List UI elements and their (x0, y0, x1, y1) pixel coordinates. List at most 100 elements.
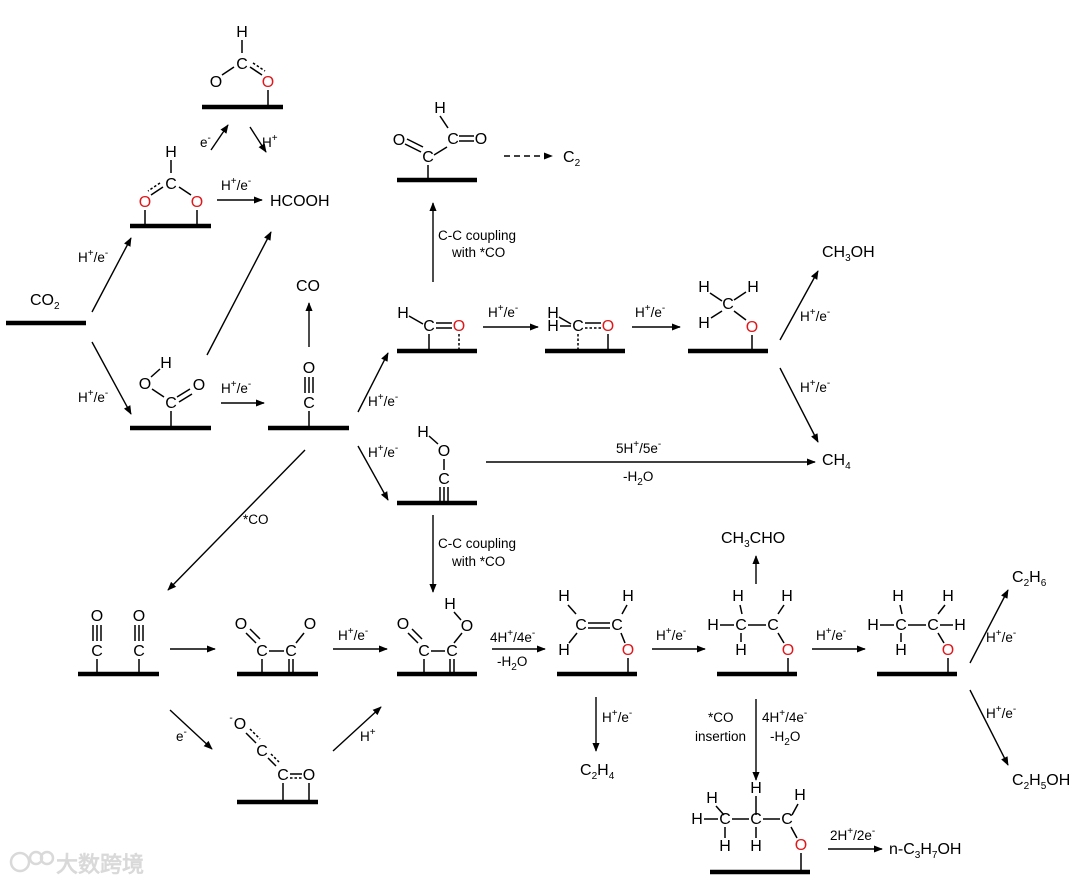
cond-co2-cooh: H+/e- (78, 388, 108, 405)
svg-text:H: H (750, 780, 762, 797)
molecule-ch2o-bridged: H H C O (547, 305, 614, 349)
cond-coh-coupling-1: C-C coupling (438, 536, 516, 551)
svg-text:H: H (707, 617, 719, 634)
cond-cho-coupling-2: with *CO (451, 245, 505, 260)
svg-text:H: H (417, 424, 429, 441)
svg-text:H: H (558, 588, 570, 605)
cond-ethoxy-c2h5oh: H+/e- (986, 704, 1016, 721)
svg-text:C: C (285, 643, 297, 660)
svg-text:-: - (229, 713, 232, 724)
cond-vinyloxy-c2h4: H+/e- (602, 708, 632, 725)
svg-text:C: C (767, 617, 779, 634)
svg-text:O: O (393, 132, 405, 149)
svg-text:C: C (256, 743, 268, 760)
arrow-formate-to-monodentate (210, 124, 229, 151)
svg-text:O: O (139, 194, 151, 211)
cond-occo-occoh: H+/e- (338, 626, 368, 643)
svg-text:C: C (781, 811, 793, 828)
svg-text:H: H (547, 305, 559, 322)
svg-text:O: O (782, 642, 794, 659)
species-co2: CO2 (30, 292, 60, 312)
svg-text:H: H (698, 315, 710, 332)
cond-cooh-co: H+/e- (221, 379, 251, 396)
svg-text:C: C (446, 643, 458, 660)
svg-text:C: C (277, 767, 289, 784)
svg-text:C: C (418, 643, 430, 660)
molecule-methoxy: H C H H O (698, 279, 759, 349)
molecule-occo: O C C O (235, 616, 316, 672)
cond-acetaldehyde-propoxy-2: -H2O (770, 729, 800, 748)
cond-occoh-vinyloxy-1: 4H+/4e- (490, 628, 535, 645)
svg-text:O: O (304, 616, 316, 633)
cond-co-insertion-1: *CO (708, 710, 734, 725)
svg-text:H: H (165, 144, 177, 161)
cond-coh-ch4-2: -H2O (623, 469, 653, 488)
arrow-ethoxy-to-c2h5oh (969, 689, 1009, 766)
svg-text:H: H (794, 787, 806, 804)
cond-vinyloxy-acetaldehyde: H+/e- (656, 626, 686, 643)
product-c2h4: C2H4 (580, 762, 615, 782)
svg-text:O: O (942, 642, 954, 659)
svg-text:H: H (719, 838, 731, 855)
arrow-co2-to-formate (91, 237, 132, 313)
cond-coh-ch4-1: 5H+/5e- (616, 439, 661, 456)
molecule-ethoxy: H H H C C H H O (867, 588, 966, 672)
arrow-cooh-to-hcooh (206, 231, 272, 356)
svg-text:O: O (234, 716, 246, 733)
product-c2h5oh: C2H5OH (1012, 772, 1070, 792)
svg-text:C: C (611, 617, 623, 634)
molecule-adsorbed-co: O C (303, 360, 315, 426)
cond-coco-bridged: e- (176, 727, 187, 744)
molecule-propoxy: H H H H C C C H H O (691, 780, 807, 870)
svg-text:H: H (691, 811, 703, 828)
svg-text:C: C (735, 617, 747, 634)
molecule-bidentate-formate: H C O O (139, 144, 203, 224)
svg-text:O: O (461, 618, 473, 635)
arrow-co-to-dimer (167, 449, 306, 591)
svg-text:O: O (262, 74, 274, 91)
svg-text:C: C (927, 617, 939, 634)
svg-text:C: C (256, 643, 268, 660)
svg-text:C: C (719, 811, 731, 828)
cond-ch2o-och3: H+/e- (635, 303, 665, 320)
svg-text:O: O (139, 376, 151, 393)
svg-text:H: H (547, 318, 559, 335)
svg-text:H: H (895, 642, 907, 659)
svg-text:C: C (91, 643, 103, 660)
cond-ethoxy-c2h6: H+/e- (986, 628, 1016, 645)
svg-text:H: H (954, 617, 966, 634)
product-ch4: CH4 (822, 452, 851, 472)
cond-formate-monodentate: e- (200, 133, 211, 150)
svg-text:H: H (558, 642, 570, 659)
svg-text:O: O (397, 616, 409, 633)
cond-och3-ch3oh: H+/e- (800, 307, 830, 324)
cond-propoxy-propanol: 2H+/2e- (830, 826, 875, 843)
svg-text:C: C (165, 176, 177, 193)
svg-text:C: C (423, 318, 435, 335)
molecule-coh: H O C (417, 424, 450, 501)
svg-text:H: H (867, 617, 879, 634)
cond-co-dimerization: *CO (243, 512, 269, 527)
svg-text:O: O (303, 360, 315, 377)
svg-text:O: O (191, 194, 203, 211)
svg-text:O: O (193, 377, 205, 394)
cond-co2-formate: H+/e- (78, 248, 108, 265)
arrow-co-to-coh (357, 445, 389, 501)
cond-cho-ch2o: H+/e- (488, 303, 518, 320)
cond-co-coh: H+/e- (368, 443, 398, 460)
svg-text:O: O (303, 767, 315, 784)
svg-text:H: H (236, 24, 248, 41)
arrow-coco-to-bridged (169, 709, 213, 750)
svg-text:C: C (572, 318, 584, 335)
svg-text:O: O (235, 616, 247, 633)
arrow-co2-to-cooh (91, 341, 132, 415)
svg-text:O: O (91, 608, 103, 625)
svg-text:O: O (453, 318, 465, 335)
svg-text:H: H (735, 642, 747, 659)
arrow-co-to-cho (357, 352, 389, 413)
svg-text:H: H (732, 588, 744, 605)
product-co: CO (296, 278, 320, 295)
molecule-occo-bridged: O - C C O (229, 713, 315, 800)
svg-text:H: H (397, 305, 409, 322)
svg-text:H: H (160, 355, 172, 372)
